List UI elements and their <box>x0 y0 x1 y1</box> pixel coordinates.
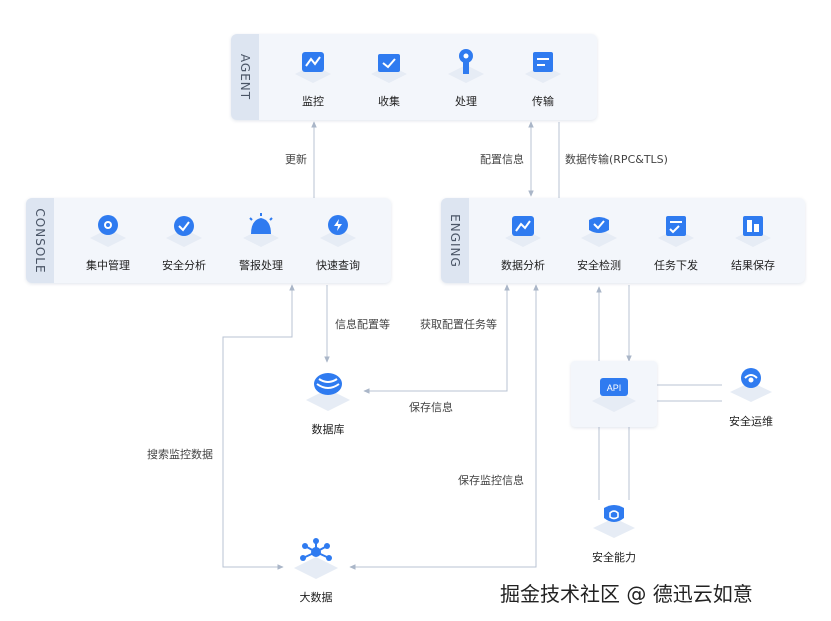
edge-label-search-data: 搜索监控数据 <box>147 448 213 461</box>
security-ops-label: 安全运维 <box>729 415 773 428</box>
agent-tag-text: AGENT <box>238 53 252 101</box>
result-save-icon <box>733 210 773 250</box>
security-capability-label: 安全能力 <box>592 551 636 564</box>
engine-item-result-save: 结果保存 <box>721 210 785 273</box>
edge-label-save-info: 保存信息 <box>409 401 453 414</box>
console-item-alert-handling: 警报处理 <box>229 210 293 273</box>
api-gateway-box: API <box>571 361 657 427</box>
console-item-label: 警报处理 <box>239 259 283 272</box>
agent-item-label: 监控 <box>302 95 324 108</box>
engine-panel: ENGING 数据分析 安全检测 任务下发 结果保存 <box>441 198 805 283</box>
agent-item-process: 处理 <box>434 46 498 109</box>
console-item-label: 集中管理 <box>86 259 130 272</box>
agent-item-label: 收集 <box>378 95 400 108</box>
task-dispatch-icon <box>656 210 696 250</box>
watermark-text: 掘金技术社区 @ 德迅云如意 <box>500 582 753 606</box>
database-label: 数据库 <box>311 423 345 436</box>
agent-item-monitor: 监控 <box>281 46 345 109</box>
engine-item-task-dispatch: 任务下发 <box>644 210 708 273</box>
console-tag-text: CONSOLE <box>33 207 47 274</box>
transfer-icon <box>523 46 563 86</box>
edge-label-config-info: 配置信息 <box>480 153 524 166</box>
engine-item-label: 数据分析 <box>501 259 545 272</box>
agent-tag: AGENT <box>231 34 259 120</box>
api-text: API <box>607 383 622 393</box>
database-node: 数据库 <box>293 366 363 437</box>
monitor-icon <box>293 46 333 86</box>
engine-item-security-detection: 安全检测 <box>567 210 631 273</box>
security-analysis-icon <box>164 210 204 250</box>
engine-item-label: 结果保存 <box>731 259 775 272</box>
edge-label-update: 更新 <box>285 153 307 166</box>
console-item-central-management: 集中管理 <box>76 210 140 273</box>
security-detection-icon <box>579 210 619 250</box>
agent-panel: AGENT 监控 收集 处理 传输 <box>231 34 597 120</box>
bigdata-node: 大数据 <box>281 536 351 605</box>
engine-tag-text: ENGING <box>448 213 462 268</box>
central-management-icon <box>88 210 128 250</box>
console-item-label: 快速查询 <box>316 259 360 272</box>
agent-item-label: 传输 <box>532 95 554 108</box>
edge-label-info-config: 信息配置等 <box>335 318 390 331</box>
engine-item-label: 任务下发 <box>654 259 698 272</box>
quick-query-icon <box>318 210 358 250</box>
process-icon <box>446 46 486 86</box>
security-capability-icon <box>590 500 638 544</box>
collect-icon <box>369 46 409 86</box>
security-capability-node: 安全能力 <box>579 500 649 565</box>
bigdata-icon <box>291 536 341 584</box>
edge-label-fetch-config: 获取配置任务等 <box>420 318 497 331</box>
edge-label-save-monitor: 保存监控信息 <box>458 474 524 487</box>
console-item-label: 安全分析 <box>162 259 206 272</box>
alert-handling-icon <box>241 210 281 250</box>
console-item-security-analysis: 安全分析 <box>152 210 216 273</box>
api-icon: API <box>589 369 639 419</box>
bigdata-label: 大数据 <box>299 591 333 604</box>
console-panel: CONSOLE 集中管理 安全分析 警报处理 快速查询 <box>26 198 391 283</box>
security-ops-icon <box>727 364 775 408</box>
database-icon <box>303 366 353 416</box>
engine-item-label: 安全检测 <box>577 259 621 272</box>
console-tag: CONSOLE <box>26 198 54 283</box>
edge-label-data-transfer: 数据传输(RPC&TLS) <box>565 153 668 166</box>
agent-item-collect: 收集 <box>357 46 421 109</box>
data-analysis-icon <box>503 210 543 250</box>
console-item-quick-query: 快速查询 <box>306 210 370 273</box>
agent-item-transfer: 传输 <box>511 46 575 109</box>
engine-tag: ENGING <box>441 198 469 283</box>
security-ops-node: 安全运维 <box>716 364 786 429</box>
agent-item-label: 处理 <box>455 95 477 108</box>
engine-item-data-analysis: 数据分析 <box>491 210 555 273</box>
